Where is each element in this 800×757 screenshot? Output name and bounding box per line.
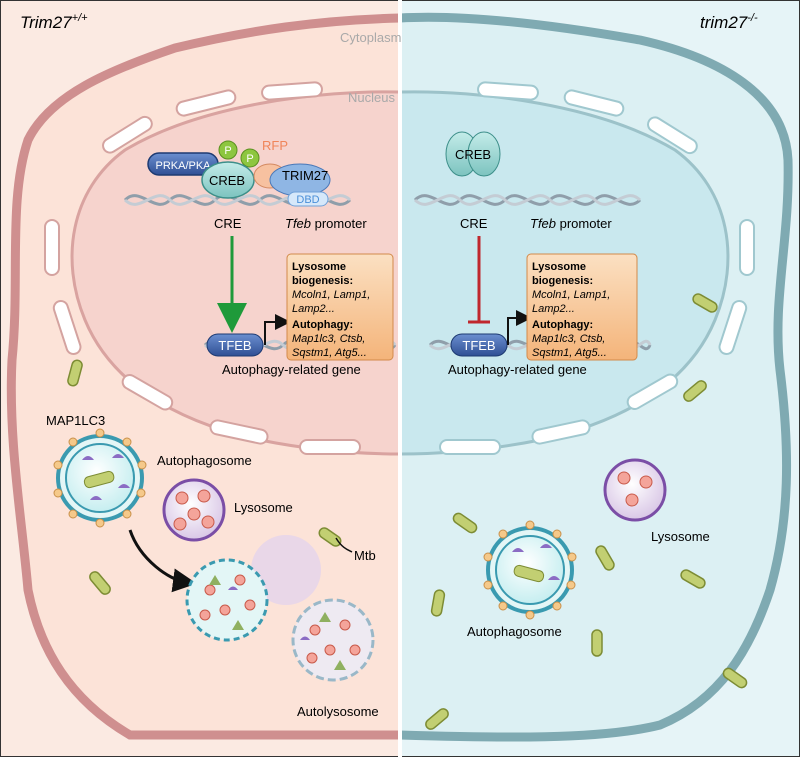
gene-box-left — [286, 253, 394, 361]
autophagosome-label-left: Autophagosome — [157, 453, 252, 468]
fusion-arrow — [128, 529, 197, 593]
fusing-lysosome-shadow — [251, 535, 321, 605]
phospho-label-1: P — [224, 145, 231, 157]
er-segments-left — [44, 81, 361, 455]
rfp-label: RFP — [262, 138, 288, 153]
svg-text:Lamp2...: Lamp2... — [292, 303, 335, 315]
svg-text:biogenesis:: biogenesis: — [292, 275, 353, 287]
phospho-label-2: P — [246, 153, 253, 165]
dna-promoter-right — [413, 194, 642, 206]
er-segments-right — [439, 81, 755, 455]
gene-box-left-text: Lysosome biogenesis: Mcoln1, Lamp1, Lamp… — [292, 261, 370, 359]
transcription-arrow-right — [507, 310, 532, 345]
map1lc3-dots-right — [483, 520, 577, 620]
tfeb-promoter-label-right: Tfeb promoter — [530, 216, 612, 231]
phospho-group-2 — [240, 148, 260, 168]
dbd-label: DBD — [296, 194, 319, 206]
autophagy-gene-label-left: Autophagy-related gene — [222, 362, 361, 377]
svg-text:Map1lc3, Ctsb,: Map1lc3, Ctsb, — [532, 333, 605, 345]
right-title: trim27-/- — [700, 12, 758, 32]
trim27-label: TRIM27 — [282, 168, 328, 183]
tfeb-protein-left — [206, 333, 264, 357]
tfeb-label-right: TFEB — [462, 338, 495, 353]
dbd-domain — [287, 191, 329, 207]
svg-text:Mcoln1, Lamp1,: Mcoln1, Lamp1, — [532, 289, 610, 301]
left-title: Trim27+/+ — [20, 12, 88, 32]
svg-text:Map1lc3, Ctsb,: Map1lc3, Ctsb, — [292, 333, 365, 345]
gene-box-right — [526, 253, 638, 361]
mtb-bacteria-right — [425, 293, 748, 730]
svg-text:Sqstm1, Atg5...: Sqstm1, Atg5... — [292, 347, 367, 359]
svg-text:Lamp2...: Lamp2... — [532, 303, 575, 315]
lysosome-label-right: Lysosome — [651, 529, 710, 544]
cre-label-left: CRE — [214, 216, 242, 231]
lysosome-left — [162, 478, 226, 542]
creb-label-left: CREB — [209, 173, 245, 188]
creb-dimer-b — [467, 131, 501, 177]
autophagosome-label-right: Autophagosome — [467, 624, 562, 639]
lysosome-right — [603, 458, 667, 522]
autolysosome-label: Autolysosome — [297, 704, 379, 719]
phospho-group-1 — [218, 140, 238, 160]
cytoplasm-label: Cytoplasm — [340, 30, 401, 45]
lysosome-label-left: Lysosome — [234, 500, 293, 515]
mtb-label: Mtb — [354, 548, 376, 563]
svg-text:Autophagy:: Autophagy: — [292, 319, 353, 331]
autolysosome — [291, 598, 375, 682]
autophagosome-right — [486, 526, 574, 614]
prka-label: PRKA/PKA — [155, 160, 211, 172]
tfeb-label-left: TFEB — [218, 338, 251, 353]
cre-label-right: CRE — [460, 216, 488, 231]
svg-text:Lysosome: Lysosome — [532, 261, 586, 273]
svg-text:Autophagy:: Autophagy: — [532, 319, 593, 331]
autolysosome-fusing — [185, 558, 269, 642]
svg-text:Lysosome: Lysosome — [292, 261, 346, 273]
autophagosome-left — [56, 434, 144, 522]
autophagy-gene-label-right: Autophagy-related gene — [448, 362, 587, 377]
map1lc3-label: MAP1LC3 — [46, 413, 105, 428]
tfeb-promoter-label-left: Tfeb promoter — [285, 216, 367, 231]
svg-text:Sqstm1, Atg5...: Sqstm1, Atg5... — [532, 347, 607, 359]
nucleus-label: Nucleus — [348, 90, 395, 105]
map1lc3-dots — [53, 428, 147, 528]
transcription-arrow-left — [264, 314, 291, 345]
creb-protein-left — [201, 161, 255, 199]
svg-text:Mcoln1, Lamp1,: Mcoln1, Lamp1, — [292, 289, 370, 301]
svg-text:biogenesis:: biogenesis: — [532, 275, 593, 287]
gene-box-right-text: Lysosome biogenesis: Mcoln1, Lamp1, Lamp… — [532, 261, 610, 359]
creb-label-right: CREB — [455, 147, 491, 162]
